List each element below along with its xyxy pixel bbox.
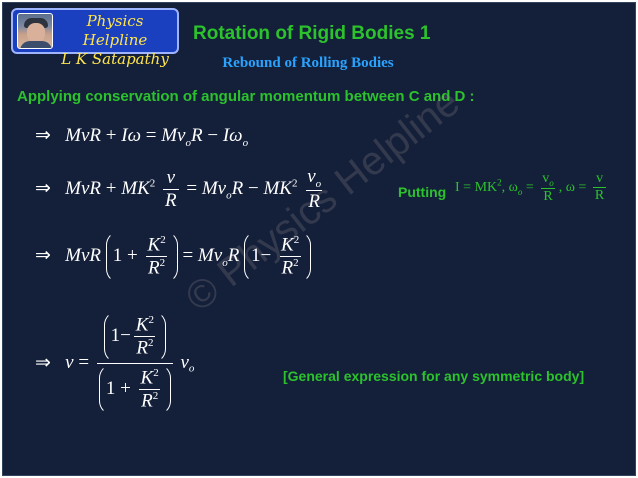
eq2-term: MK (121, 177, 150, 199)
eq1-op: − (207, 125, 219, 146)
eq1-term: Iω (121, 125, 142, 146)
implies-symbol: ⇒ (35, 125, 51, 146)
slide-subtitle: Rebound of Rolling Bodies (222, 55, 394, 71)
putting-label: Putting (398, 184, 447, 200)
general-expression-note: [General expression for any symmetric bo… (283, 368, 585, 384)
eq2-sub: o (226, 189, 232, 202)
eq1-term: Mv (161, 125, 186, 146)
eq1-term: Iω (222, 125, 243, 146)
slide-title: Rotation of Rigid Bodies 1 (193, 23, 431, 44)
statement-text: Applying conservation of angular momentu… (17, 88, 475, 105)
brand-name: Physics Helpline (82, 12, 148, 49)
eq2-op: − (247, 177, 259, 199)
author-name: L K Satapathy (61, 50, 169, 68)
eq1-term: R (191, 125, 203, 146)
implies-symbol: ⇒ (35, 177, 51, 199)
eq1-sub: o (242, 136, 249, 149)
eq1-op: = (145, 125, 157, 146)
equation-1: ⇒ MvR + Iω = MvoR − Iωo (35, 124, 248, 149)
eq2-term: R (231, 177, 244, 199)
implies-symbol: ⇒ (35, 245, 51, 267)
eq2-term: Mv (201, 177, 227, 199)
eq2-sup: 2 (291, 177, 298, 190)
implies-symbol: ⇒ (35, 352, 51, 374)
eq1-sub: o (185, 136, 192, 149)
eq2-term: MK (263, 177, 292, 199)
eq2-op: + (105, 177, 117, 199)
eq1-term: MvR (65, 125, 102, 146)
eq2-op: = (186, 177, 198, 199)
author-photo (17, 13, 53, 49)
eq2-term: MvR (65, 177, 102, 199)
brand-badge: Physics Helpline L K Satapathy (11, 8, 179, 68)
eq2-sup: 2 (149, 177, 156, 190)
brand-text: Physics Helpline L K Satapathy (57, 12, 173, 69)
eq1-op: + (105, 125, 117, 146)
